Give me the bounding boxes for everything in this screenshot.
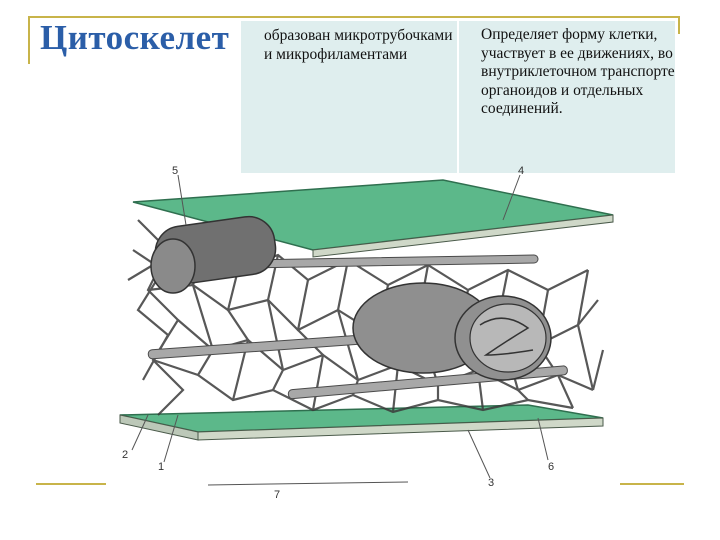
label-7: 7 [274,489,280,501]
table-divider [457,21,459,173]
top-membrane-edge [312,214,614,258]
label-2: 2 [122,449,128,461]
slide-title: Цитоскелет [40,18,230,57]
cytoskeleton-illustration: 5 4 2 1 7 3 6 [108,160,618,510]
label-4: 4 [518,165,524,177]
table-cell-structure: образован микротрубочками и микрофиламен… [264,27,453,63]
info-table: образован микротрубочками и микрофиламен… [241,21,675,173]
frame-line-top [28,16,680,18]
bottom-line-left [36,483,106,485]
table-cell-function: Определяет форму клетки, участвует в ее … [481,26,675,117]
label-6: 6 [548,461,554,473]
frame-line-right [678,16,680,34]
frame-line-left [28,16,30,64]
label-3: 3 [488,477,494,489]
bottom-line-right [620,483,684,485]
organelles [150,215,552,381]
label-5: 5 [172,165,178,177]
label-1: 1 [158,461,164,473]
